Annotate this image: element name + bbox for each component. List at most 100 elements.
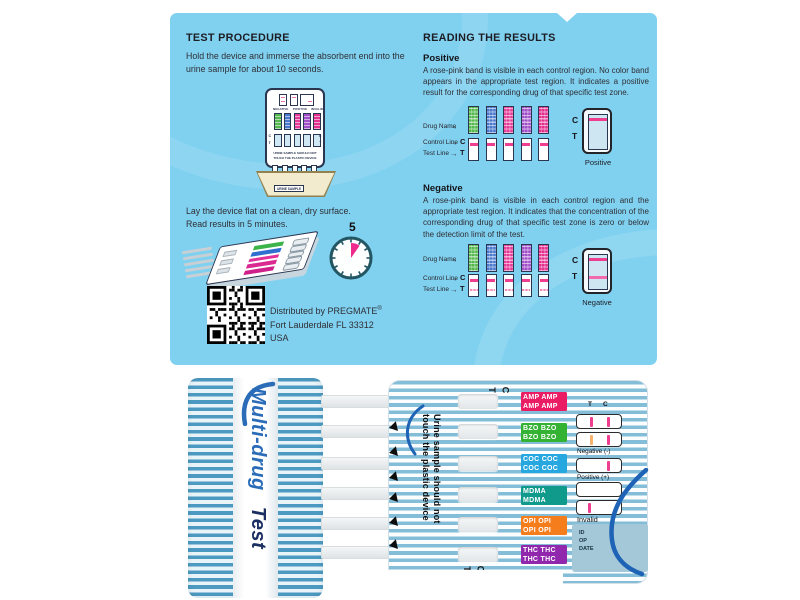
- drug-strip: [520, 244, 532, 272]
- positive-strip: [485, 138, 497, 161]
- negative-text: A rose-pink band is visible in each cont…: [423, 196, 649, 239]
- device-swoosh-icon: [609, 468, 649, 577]
- arrow-right-icon: →: [450, 149, 458, 158]
- negative-strip: [520, 274, 532, 297]
- device-swoosh-icon: [406, 404, 425, 456]
- drug-strip: [274, 113, 282, 130]
- legend-window-invalid-1: [576, 482, 622, 497]
- drug-strip: [485, 106, 497, 134]
- brand-swoosh-icon: [241, 381, 276, 426]
- legend-window-positive: [576, 458, 622, 473]
- drug-strip: [313, 113, 321, 130]
- pouch-title: Multi-drugTest: [243, 388, 269, 593]
- sample-window: [458, 517, 498, 532]
- test-window: [274, 134, 282, 147]
- c-mark: C: [572, 255, 579, 265]
- result-window: [282, 262, 301, 272]
- legend-window-negative-1: [576, 414, 622, 429]
- pouch-tear-notch: [557, 13, 577, 22]
- clock-icon: [329, 236, 373, 280]
- step2-line1: Lay the device flat on a clean, dry surf…: [186, 206, 351, 216]
- urine-cup-label: URINE SAMPLE: [274, 185, 305, 192]
- drug-strip: [293, 113, 302, 130]
- test-window: [293, 134, 302, 147]
- drug-strip: [485, 244, 497, 272]
- negative-strip: [503, 274, 514, 297]
- registered-mark: ®: [377, 306, 382, 312]
- c-mark: C: [572, 115, 579, 125]
- negative-caption: Negative: [582, 298, 612, 307]
- urine-cup: [256, 171, 336, 197]
- sample-window: [458, 547, 498, 562]
- pouch-title-word1: Multi-drug: [247, 388, 269, 491]
- arrow-right-icon: →: [450, 122, 458, 131]
- c-mark: C: [460, 273, 466, 282]
- distributor-line3: USA: [270, 333, 289, 344]
- pouch-label-band: [233, 378, 278, 598]
- t-mark: T: [319, 141, 322, 145]
- drug-strip: [303, 113, 311, 130]
- legend-c-header: C: [603, 401, 608, 408]
- result-window-negative: [279, 94, 287, 106]
- device-step-cut: [382, 570, 563, 590]
- test-window: [283, 134, 292, 147]
- distributor-info: Distributed by PREGMATE® Fort Lauderdale…: [270, 303, 382, 346]
- sample-window: [458, 394, 498, 409]
- arrow-right-icon: →: [450, 274, 458, 283]
- qr-code: [207, 286, 265, 344]
- positive-title: Positive: [423, 53, 460, 64]
- device-warning-line2: TOUCH THE PLASTIC DEVICE: [273, 156, 317, 160]
- c-mark: C: [500, 386, 511, 394]
- test-procedure-title: TEST PROCEDURE: [186, 32, 290, 44]
- clock-minutes-label: 5: [349, 220, 356, 234]
- result-window-invalid: [300, 94, 314, 106]
- legend-t-header: T: [588, 401, 592, 408]
- drug-strip: [538, 106, 549, 134]
- drug-strip: [283, 113, 292, 130]
- step1-text: Hold the device and immerse the absorben…: [186, 51, 405, 74]
- negative-device: [582, 248, 612, 294]
- test-window: [313, 134, 321, 147]
- negative-strip: [538, 274, 549, 297]
- positive-strip: [503, 138, 514, 161]
- drug-strip: [520, 106, 532, 134]
- drug-strip: [503, 106, 514, 134]
- result-label: POSITIVE: [293, 107, 308, 111]
- result-label: INVALID: [311, 107, 324, 111]
- drug-label-coc: COC COC COC COC COC COC COC COC COC: [521, 454, 567, 473]
- legend-positive-label: Positive (+): [577, 474, 610, 481]
- distributor-line2: Fort Lauderdale FL 33312: [270, 319, 374, 330]
- drug-label-thc: THC THC THC THC THC THC THC THC THC: [521, 545, 567, 564]
- device-warning: Urine sample should not touch the plasti…: [421, 414, 442, 524]
- positive-strip: [468, 138, 479, 161]
- result-window-positive: [289, 94, 298, 106]
- t-mark: T: [268, 141, 271, 145]
- test-device-diagram: NEGATIVE POSITIVE INVALID C T C T URINE …: [265, 88, 325, 168]
- drug-label-mdma: MDMA MDMA MDMA MDMA MDMA MDMA MDMA MDMA …: [521, 486, 567, 505]
- result-label: NEGATIVE: [273, 107, 289, 111]
- id-block: ID OP DATE: [579, 530, 594, 552]
- legend-invalid-label: Invalid: [577, 515, 598, 524]
- legend-negative-label: Negative (-): [577, 448, 611, 455]
- control-line-label: Control Line: [423, 139, 459, 146]
- drug-name-label: Drug Name: [423, 123, 457, 130]
- arrow-right-icon: →: [450, 285, 458, 294]
- flat-device-illustration: [180, 230, 330, 292]
- pouch-title-word2: Test: [247, 506, 269, 550]
- c-mark: C: [318, 134, 322, 138]
- drug-strip: [538, 244, 549, 272]
- drug-strip: [503, 244, 514, 272]
- legend-window-invalid-2: [576, 500, 622, 515]
- arrow-right-icon: →: [450, 138, 458, 147]
- sample-window: [458, 424, 498, 439]
- negative-strip: [485, 274, 497, 297]
- sample-window: [458, 487, 498, 502]
- positive-strip: [520, 138, 532, 161]
- positive-strip: [538, 138, 549, 161]
- t-mark: T: [460, 148, 465, 157]
- test-window: [303, 134, 311, 147]
- sample-window: [458, 456, 498, 471]
- t-mark: T: [460, 284, 465, 293]
- drug-label-bzo: BZO BZO BZO BZO BZO BZO BZO BZO BZO: [521, 423, 567, 442]
